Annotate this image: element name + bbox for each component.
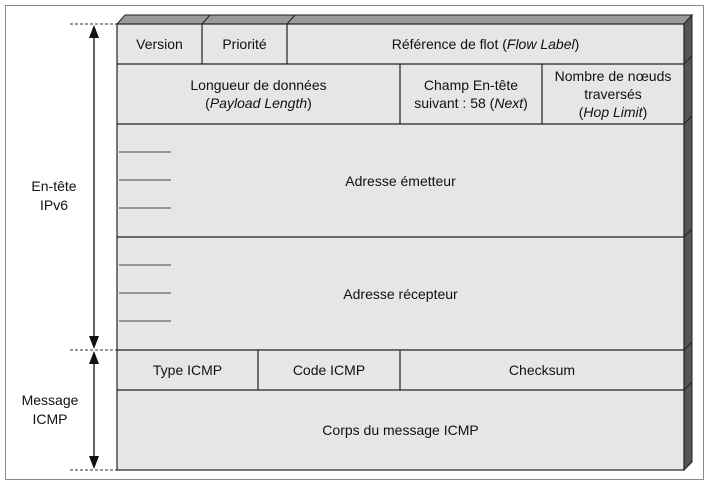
side-ridge-3: [683, 228, 693, 238]
side-ridge-5: [683, 381, 693, 391]
ipv6-header-label-line2: IPv6: [39, 197, 68, 213]
hop-limit-line2: traversés: [584, 86, 642, 102]
field-flow-label: Référence de flot (Flow Label): [287, 24, 684, 64]
flow-label-close: ): [574, 36, 580, 52]
next-header-value: suivant : 58 (: [414, 95, 495, 111]
ipv6-header-span-arrow: [89, 25, 99, 349]
ipv6-header-label: En-tête IPv6: [14, 177, 94, 215]
hop-limit-open: (: [578, 104, 584, 120]
payload-length-open: (: [205, 95, 210, 111]
side-ridge-2: [683, 115, 693, 125]
top-ridge-1: [201, 14, 211, 25]
field-payload-length: Longueur de données (Payload Length): [117, 64, 400, 124]
hop-limit-english: Hop Limit: [583, 104, 643, 120]
hop-limit-line1: Nombre de nœuds: [554, 68, 672, 84]
side-ridge-4: [683, 341, 693, 351]
figure-frame: [5, 5, 704, 480]
icmp-type-text: Type ICMP: [152, 362, 223, 378]
box-side-face: [683, 13, 693, 472]
field-version-text: Version: [136, 36, 183, 52]
icmp-message-label-line1: Message: [21, 392, 79, 408]
field-priority-text: Priorité: [222, 36, 267, 52]
field-icmp-type: Type ICMP: [117, 350, 258, 390]
icmp-message-label: Message ICMP: [10, 391, 90, 429]
field-icmp-body: Corps du message ICMP: [117, 390, 684, 470]
checksum-text: Checksum: [508, 362, 576, 378]
field-source-address: Adresse émetteur: [117, 124, 684, 237]
field-checksum: Checksum: [400, 350, 684, 390]
top-ridge-2: [286, 14, 296, 25]
payload-length-english-line: (Payload Length): [205, 94, 312, 112]
icmp-code-text: Code ICMP: [292, 362, 366, 378]
icmp-message-label-line2: ICMP: [32, 411, 68, 427]
ipv6-header-label-line1: En-tête: [31, 178, 77, 194]
icmp-message-span-arrow: [89, 351, 99, 469]
field-flow-label-text: Référence de flot (Flow Label): [392, 35, 580, 53]
next-header-line1: Champ En-tête: [423, 77, 519, 93]
next-header-line2: suivant : 58 (Next): [414, 94, 528, 112]
payload-length-close: ): [307, 95, 312, 111]
next-header-english: Next: [494, 95, 524, 111]
source-address-text: Adresse émetteur: [345, 172, 456, 189]
icmp-body-text: Corps du message ICMP: [322, 422, 479, 438]
field-version: Version: [117, 24, 202, 64]
hop-limit-line3: (Hop Limit): [579, 103, 647, 121]
field-hop-limit: Nombre de nœuds traversés (Hop Limit): [542, 64, 684, 124]
payload-length-french: Longueur de données: [190, 77, 327, 93]
next-header-close: ): [523, 95, 528, 111]
destination-address-text: Adresse récepteur: [343, 285, 458, 302]
field-destination-address: Adresse récepteur: [117, 237, 684, 350]
flow-label-french: Référence de flot (: [391, 36, 507, 52]
hop-limit-close: ): [642, 104, 648, 120]
side-ridge-1: [683, 55, 693, 65]
field-priority: Priorité: [202, 24, 287, 64]
flow-label-english: Flow Label: [506, 36, 575, 52]
field-next-header: Champ En-tête suivant : 58 (Next): [400, 64, 542, 124]
payload-length-english: Payload Length: [209, 95, 308, 111]
field-icmp-code: Code ICMP: [258, 350, 400, 390]
